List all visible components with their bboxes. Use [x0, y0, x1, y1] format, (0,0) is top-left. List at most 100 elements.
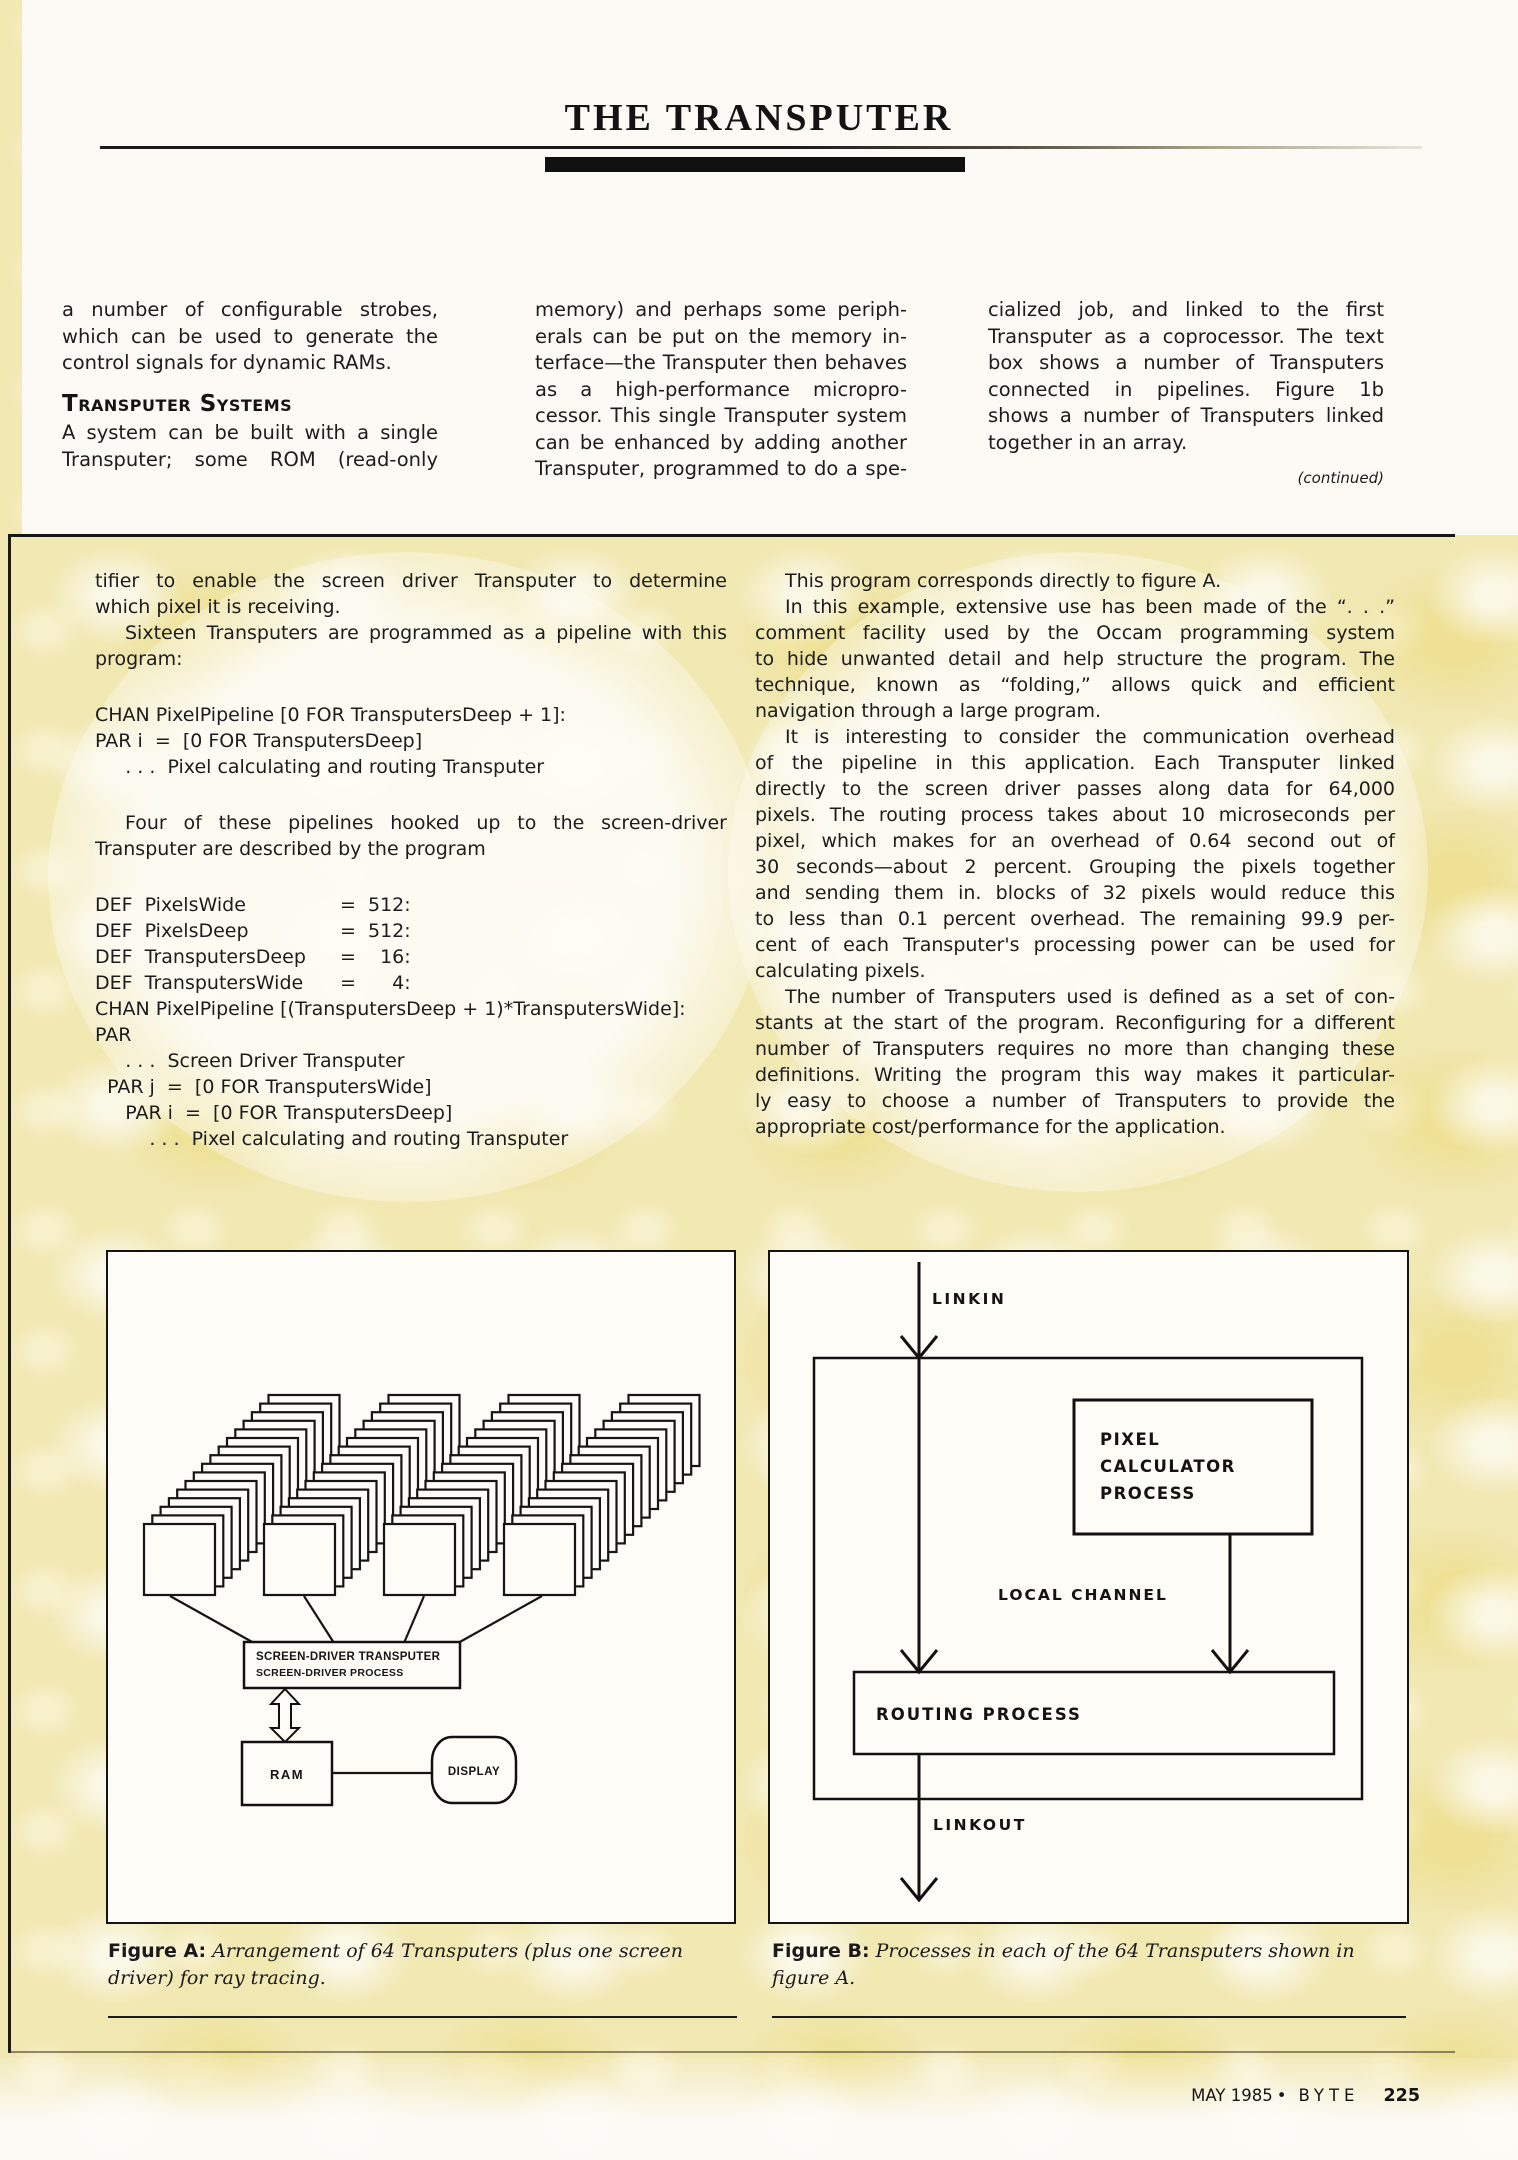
text-line: In this example, extensive use has been … [785, 596, 1395, 618]
arrowhead-down [899, 1877, 939, 1903]
code-def-line: DEF TransputersWide= 4: [95, 972, 411, 994]
pixel-label-line2: CALCULATOR [1100, 1457, 1236, 1476]
text-line: The number of Transputers used is define… [785, 986, 1395, 1008]
paper-light-patch [728, 552, 1428, 1192]
display-shape [430, 1735, 518, 1805]
paragraph: Four of these pipelines hooked up to the… [95, 810, 727, 862]
figure-a-diagram: SCREEN-DRIVER TRANSPUTER SCREEN-DRIVER P… [142, 1393, 701, 1807]
code-line: PAR i = [0 FOR TransputersDeep] [95, 1102, 453, 1124]
header-rule [100, 146, 1422, 149]
footer-page-number: 225 [1383, 2086, 1420, 2106]
code-def-line: DEF PixelsDeep= 512: [95, 920, 411, 942]
text-line: 30 seconds—about 2 percent. Grouping the… [755, 856, 1395, 878]
text-line: Sixteen Transputers are programmed as a … [125, 622, 727, 644]
figure-a-caption: Figure A: Arrangement of 64 Transputers … [108, 1938, 734, 1992]
text-line: program: [95, 648, 183, 670]
text-line: definitions. Writing the program this wa… [755, 1064, 1395, 1086]
textbox-column-right: This program corresponds directly to fig… [755, 568, 1395, 1140]
text-line: navigation through a large program. [755, 700, 1102, 722]
text-line: together in an array. [988, 430, 1188, 454]
transputer-square [502, 1522, 577, 1597]
code-block-2: CHAN PixelPipeline [(TransputersDeep + 1… [95, 996, 727, 1152]
text-line: directly to the screen driver passes alo… [755, 778, 1395, 800]
text-line: terface—the Transputer then behaves [535, 351, 907, 374]
text-line: shows a number of Transputers linked [988, 404, 1384, 427]
figure-b-diagram: LINKIN PIXEL CALCULATOR PROCESS LOCAL CH… [812, 1262, 1364, 1903]
text-line: Transputer; some ROM (read-only [62, 447, 438, 471]
paragraph: This program corresponds directly to fig… [755, 568, 1395, 1140]
footer-bullet: • [1276, 2086, 1287, 2105]
figure-b-caption-rule [772, 2016, 1406, 2018]
text-line: memory) and perhaps some periph- [535, 298, 907, 321]
display-label: DISPLAY [448, 1766, 500, 1778]
text-line: connected in pipelines. Figure 1b [988, 377, 1384, 401]
text-line: Transputer as a coprocessor. The text [988, 324, 1384, 348]
text-line: A system can be built with a single [62, 421, 438, 444]
code-def-line: DEF TransputersDeep= 16: [95, 946, 411, 968]
paragraph: memory) and perhaps some periph-erals ca… [535, 297, 907, 483]
figure-b-caption-text: Processes in each of the 64 Transputers … [772, 1940, 1355, 1989]
text-line: can be enhanced by adding another [535, 430, 907, 454]
pixel-label-line1: PIXEL [1100, 1430, 1160, 1449]
text-line: pixel, which makes for an overhead of 0.… [755, 830, 1395, 852]
figure-a-caption-label: Figure A: [108, 1940, 207, 1962]
double-arrow [268, 1687, 302, 1744]
text-line: of the pipeline in this application. Eac… [755, 752, 1395, 774]
textbox-border-left [8, 534, 11, 2053]
routing-process-box [852, 1670, 1336, 1756]
figure-a-caption-rule [108, 2016, 737, 2018]
text-line: which pixel it is receiving. [95, 596, 341, 618]
footer-magazine: BYTE [1298, 2086, 1360, 2105]
text-line: ly easy to choose a number of Transputer… [755, 1090, 1395, 1112]
code-line: . . . Pixel calculating and routing Tran… [95, 756, 545, 778]
code-line: PAR j = [0 FOR TransputersWide] [95, 1076, 432, 1098]
ram-label: RAM [270, 1767, 304, 1782]
routing-process-label: ROUTING PROCESS [876, 1705, 1082, 1724]
transputer-square [262, 1522, 337, 1597]
text-line: cent of each Transputer's processing pow… [755, 934, 1395, 956]
text-line: tifier to enable the screen driver Trans… [95, 570, 727, 592]
text-line: and sending them in. blocks of 32 pixels… [755, 882, 1395, 904]
linkout-label: LINKOUT [933, 1816, 1027, 1834]
text-line: box shows a number of Transputers [988, 351, 1384, 374]
screen-driver-box [242, 1640, 462, 1690]
text-line: which can be used to generate the [62, 324, 438, 348]
text-line: as a high-performance micropro- [535, 377, 907, 401]
text-line: appropriate cost/performance for the app… [755, 1116, 1226, 1138]
screen-driver-process-label: SCREEN-DRIVER PROCESS [256, 1667, 404, 1679]
text-line: to less than 0.1 percent overhead. The r… [755, 908, 1395, 930]
linkin-label: LINKIN [932, 1290, 1006, 1308]
text-line: cessor. This single Transputer system [535, 404, 907, 427]
footer-issue: MAY 1985 [1191, 2086, 1273, 2105]
text-line: calculating pixels. [755, 960, 926, 982]
page-title: THE TRANSPUTER [564, 97, 954, 139]
figure-b-panel: LINKIN PIXEL CALCULATOR PROCESS LOCAL CH… [768, 1250, 1409, 1924]
continued-note: (continued) [1297, 469, 1384, 487]
text-line: Transputer, programmed to do a spe- [535, 457, 907, 480]
transputer-square [142, 1522, 217, 1597]
text-line: to hide unwanted detail and help structu… [755, 648, 1395, 670]
ram-box [240, 1740, 334, 1807]
pixel-label-line3: PROCESS [1100, 1484, 1196, 1503]
code-block-defs: DEF PixelsWide= 512:DEF PixelsDeep= 512:… [95, 892, 727, 996]
figure-b-caption-label: Figure B: [772, 1940, 870, 1962]
text-line: number of Transputers requires no more t… [755, 1038, 1395, 1060]
transputer-square [382, 1522, 457, 1597]
figure-a-panel: SCREEN-DRIVER TRANSPUTER SCREEN-DRIVER P… [106, 1250, 736, 1924]
text-line: Four of these pipelines hooked up to the… [125, 812, 727, 834]
text-line: cialized job, and linked to the first [988, 298, 1384, 321]
text-line: erals can be put on the memory in- [535, 324, 907, 348]
paragraph: a number of configurable strobes,which c… [62, 297, 438, 377]
screen-driver-transputer-label: SCREEN-DRIVER TRANSPUTER [256, 1651, 441, 1663]
code-line: PAR i = [0 FOR TransputersDeep] [95, 730, 423, 752]
text-line: comment facility used by the Occam progr… [755, 622, 1395, 644]
transputer-boundary-box [812, 1356, 1364, 1801]
section-heading: Transputer Systems [62, 390, 293, 417]
pixel-calculator-box [1072, 1398, 1314, 1536]
textbox-column-left: tifier to enable the screen driver Trans… [95, 568, 727, 1152]
article-column-2: memory) and perhaps some periph-erals ca… [535, 297, 907, 483]
code-line: CHAN PixelPipeline [(TransputersDeep + 1… [95, 998, 686, 1020]
